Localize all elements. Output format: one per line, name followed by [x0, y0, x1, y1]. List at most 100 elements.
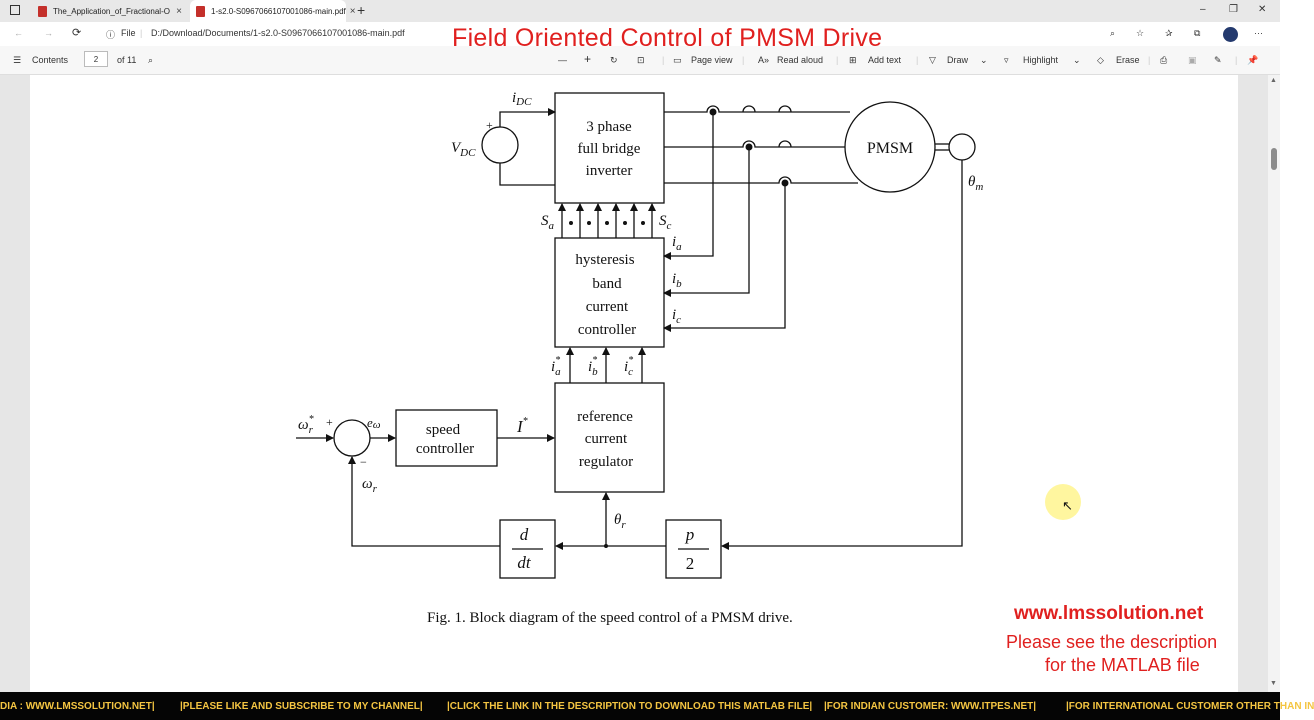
watermark-line1: Please see the description — [1006, 632, 1218, 652]
info-icon[interactable]: ⓘ — [106, 30, 116, 40]
figure-caption: Fig. 1. Block diagram of the speed contr… — [427, 610, 793, 626]
pdf-file-icon — [196, 5, 205, 17]
hysteresis-label-line4: controller — [578, 322, 636, 338]
rotate-icon[interactable]: ↻ — [610, 55, 618, 65]
reference-label-line2: current — [585, 431, 628, 447]
ticker-item: DIA : WWW.LMSSOLUTION.NET| — [0, 701, 155, 712]
derivative-denominator: dt — [517, 553, 532, 572]
derivative-numerator: d — [520, 525, 529, 544]
tab-label: 1-s2.0-S0967066107001086-main.pdf — [211, 6, 346, 16]
close-window-button[interactable]: ✕ — [1258, 4, 1267, 15]
theta-m-label: θm — [968, 174, 983, 193]
highlight-icon[interactable]: ▿ — [1004, 55, 1009, 65]
save-icon[interactable]: ▣ — [1188, 55, 1197, 65]
ticker-item: |FOR INDIAN CUSTOMER: WWW.ITPES.NET| — [824, 701, 1037, 712]
favorite-add-icon[interactable]: ☆ — [1136, 28, 1145, 38]
read-aloud-icon[interactable]: A» — [758, 55, 770, 65]
refresh-icon[interactable]: ⟳ — [72, 27, 82, 39]
draw-icon[interactable]: ▽ — [929, 55, 936, 65]
theta-r-label: θr — [614, 512, 626, 531]
draw-chevron-down-icon[interactable]: ⌄ — [980, 55, 988, 65]
minimize-button[interactable]: – — [1200, 4, 1206, 15]
collections-icon[interactable]: ⧉ — [1194, 28, 1201, 38]
hysteresis-label-line2: band — [592, 276, 622, 292]
erase-icon[interactable]: ◇ — [1097, 55, 1104, 65]
save-as-icon[interactable]: ✎ — [1214, 55, 1222, 65]
more-menu-icon[interactable]: ··· — [1254, 28, 1263, 38]
url-scheme: File — [121, 28, 136, 38]
ib-label: ib — [672, 271, 682, 290]
ticker-item: |CLICK THE LINK IN THE DESCRIPTION TO DO… — [447, 701, 813, 712]
add-text-button[interactable]: Add text — [868, 55, 902, 65]
print-icon[interactable]: ⎙ — [1160, 55, 1168, 65]
sum-plus-sign: + — [326, 415, 333, 429]
erase-button[interactable]: Erase — [1116, 55, 1140, 65]
pdf-toolbar: ☰ Contents 2 of 11 ⌕ — + ↻ ⊡ | ▭ Page vi… — [0, 46, 1280, 75]
pmsm-block-diagram: 3 phase full bridge inverter hysteresis … — [296, 90, 983, 626]
scroll-up-icon[interactable]: ▲ — [1270, 77, 1277, 84]
scroll-down-icon[interactable]: ▼ — [1270, 680, 1277, 687]
tab-close-icon[interactable]: × — [176, 5, 182, 17]
restore-button[interactable]: ❐ — [1229, 4, 1238, 15]
sum-minus-sign: − — [360, 455, 367, 469]
inverter-label-line1: 3 phase — [586, 119, 632, 135]
speed-controller-label-line1: speed — [426, 422, 461, 438]
sa-label: Sa — [541, 213, 555, 232]
summing-junction — [333, 419, 371, 457]
add-text-icon[interactable]: ⊞ — [849, 55, 857, 65]
page-number-input[interactable]: 2 — [84, 51, 108, 67]
address-bar: ← → ⟳ ⓘ File | D:/Download/Documents/1-s… — [0, 22, 1280, 46]
pmsm-label: PMSM — [867, 140, 913, 157]
speed-feedback-label: ωr — [362, 476, 378, 495]
bottom-ticker: DIA : WWW.LMSSOLUTION.NET| |PLEASE LIKE … — [0, 692, 1314, 720]
position-sensor — [948, 133, 976, 161]
zoom-out-button[interactable]: — — [558, 55, 567, 65]
ticker-item: |FOR INTERNATIONAL CUSTOMER OTHER THAN I… — [1066, 701, 1314, 712]
tab-actions-icon[interactable] — [10, 5, 20, 15]
new-tab-button[interactable]: + — [357, 2, 366, 18]
back-icon[interactable]: ← — [14, 28, 23, 38]
ia-label: ia — [672, 234, 682, 253]
toolbar-divider: | — [742, 55, 745, 65]
read-aloud-button[interactable]: Read aloud — [777, 55, 824, 65]
gain-numerator: p — [685, 525, 695, 544]
contents-list-icon[interactable]: ☰ — [13, 55, 22, 65]
forward-icon[interactable]: → — [44, 28, 53, 38]
tab-close-icon[interactable]: × — [349, 5, 356, 17]
sc-label: Sc — [659, 213, 672, 232]
tab-main-pdf[interactable]: 1-s2.0-S0967066107001086-main.pdf × — [190, 0, 356, 22]
highlight-chevron-down-icon[interactable]: ⌄ — [1073, 55, 1081, 65]
dc-source — [481, 126, 519, 164]
ticker-item: |PLEASE LIKE AND SUBSCRIBE TO MY CHANNEL… — [180, 701, 423, 712]
page-view-icon[interactable]: ▭ — [673, 55, 682, 65]
fit-page-icon[interactable]: ⊡ — [637, 55, 645, 65]
mouse-cursor-icon: ↖ — [1062, 498, 1073, 513]
ia-ref-label: i*a — [551, 355, 561, 378]
url-input[interactable]: D:/Download/Documents/1-s2.0-S0967066107… — [151, 28, 405, 38]
highlight-button[interactable]: Highlight — [1023, 55, 1059, 65]
speed-error-label: eω — [367, 415, 381, 431]
inverter-block — [554, 92, 665, 204]
tab-bar: The_Application_of_Fractional-O × 1-s2.0… — [0, 0, 1280, 22]
pin-toolbar-icon[interactable]: 📌 — [1247, 55, 1259, 65]
inverter-label-line3: inverter — [586, 163, 633, 179]
idc-label: iDC — [512, 90, 532, 108]
zoom-icon[interactable]: ⌕ — [1110, 28, 1116, 38]
ic-label: ic — [672, 307, 681, 326]
page-view-button[interactable]: Page view — [691, 55, 733, 65]
reference-label-line1: reference — [577, 409, 633, 425]
cursor-highlight — [1045, 484, 1081, 520]
contents-button[interactable]: Contents — [32, 55, 69, 65]
profile-avatar-icon[interactable] — [1223, 27, 1238, 42]
draw-button[interactable]: Draw — [947, 55, 969, 65]
ic-ref-label: i*c — [624, 355, 633, 378]
tab-fractional-order-pdf[interactable]: The_Application_of_Fractional-O × — [32, 0, 188, 22]
favorites-icon[interactable]: ✰ — [1165, 28, 1173, 38]
speed-controller-block — [395, 409, 498, 467]
search-icon[interactable]: ⌕ — [148, 55, 154, 65]
zoom-in-button[interactable]: + — [584, 52, 592, 66]
scrollbar-thumb[interactable] — [1271, 148, 1277, 170]
page-total: of 11 — [117, 55, 137, 65]
video-overlay-title: Field Oriented Control of PMSM Drive — [452, 24, 883, 52]
vertical-scrollbar[interactable]: ▲ ▼ — [1268, 75, 1280, 692]
